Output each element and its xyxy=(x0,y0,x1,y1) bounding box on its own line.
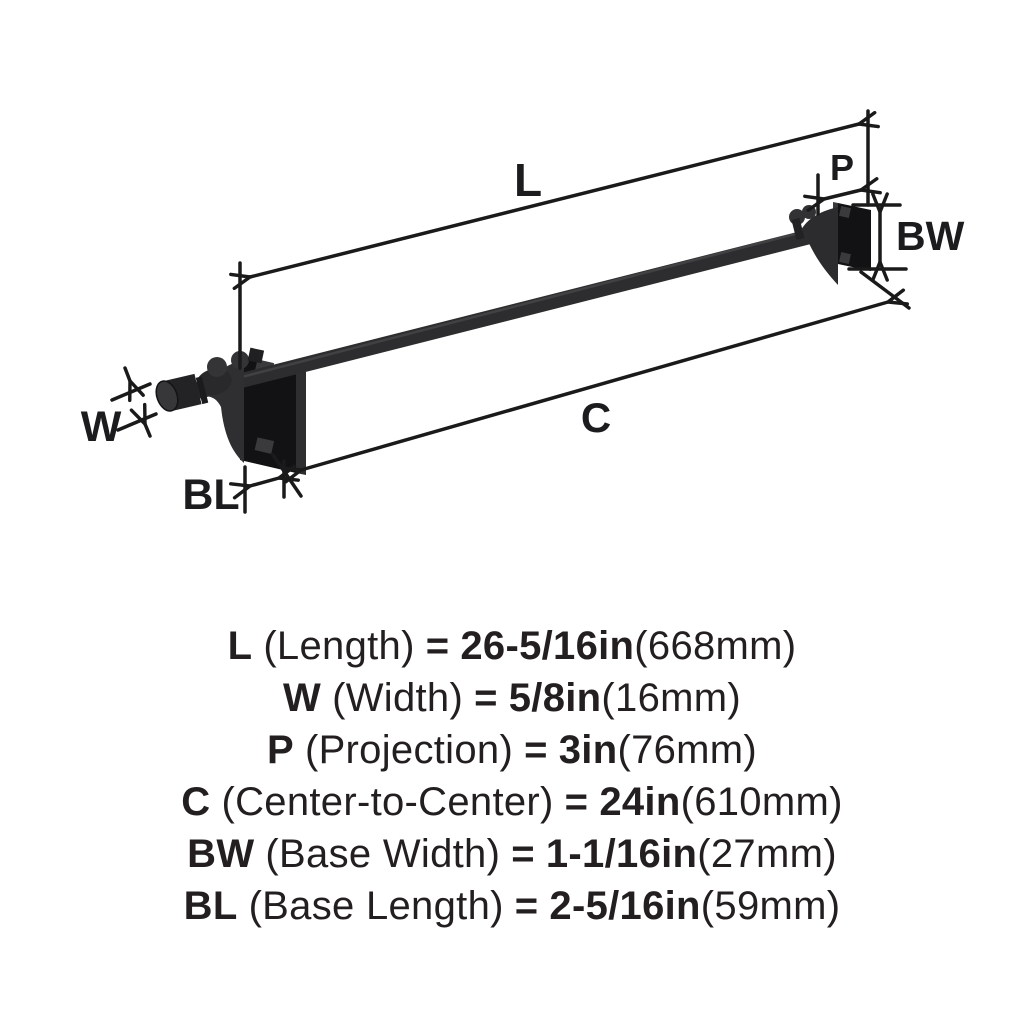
spec-value: 3in xyxy=(558,728,618,772)
spec-code: P xyxy=(266,728,294,772)
spec-code: L xyxy=(227,624,253,668)
spec-name: (Center-to-Center) xyxy=(221,780,554,824)
equals-sign: = xyxy=(514,884,539,928)
dimension-labels: L P BW W C BL xyxy=(81,147,965,519)
length-dimension-line xyxy=(229,110,880,291)
dimension-diagram: L P BW W C BL xyxy=(81,109,965,519)
right-mount-base xyxy=(833,202,871,271)
spec-value: 2-5/16in xyxy=(549,884,701,928)
spec-code: BL xyxy=(183,884,238,928)
width-upper-tick xyxy=(110,382,152,402)
width-lower-arrow xyxy=(129,402,152,438)
spec-name: (Projection) xyxy=(304,728,514,772)
equals-sign: = xyxy=(524,728,548,772)
label-base-length: BL xyxy=(182,471,239,519)
spec-base-length: BL(Base Length)=2-5/16in(59mm) xyxy=(0,880,1024,932)
label-base-width: BW xyxy=(896,213,965,259)
spec-metric: (27mm) xyxy=(697,832,837,876)
width-upper-arrow xyxy=(123,366,145,403)
spec-base-width: BW(Base Width)=1-1/16in(27mm) xyxy=(0,828,1024,880)
spec-length: L(Length)=26-5/16in(668mm) xyxy=(0,620,1024,672)
spec-value: 26-5/16in xyxy=(460,624,635,668)
base-length-dimension-line xyxy=(229,464,300,500)
spec-metric: (76mm) xyxy=(617,728,758,772)
spec-value: 5/8in xyxy=(508,676,602,720)
towel-bar-rod xyxy=(192,228,820,399)
dimension-lines xyxy=(110,109,911,514)
spec-width: W(Width)=5/8in(16mm) xyxy=(0,672,1024,724)
spec-code: BW xyxy=(187,832,255,876)
label-length: L xyxy=(514,154,542,206)
center-dimension-line xyxy=(280,288,909,484)
spec-metric: (16mm) xyxy=(601,676,741,720)
equals-sign: = xyxy=(474,676,498,720)
spec-code: W xyxy=(283,676,322,720)
label-projection: P xyxy=(830,147,854,188)
spec-metric: (610mm) xyxy=(680,780,843,824)
spec-value: 1-1/16in xyxy=(545,832,698,876)
label-center-to-center: C xyxy=(581,394,611,441)
width-lower-tick xyxy=(116,412,158,432)
equals-sign: = xyxy=(425,624,450,668)
spec-name: (Length) xyxy=(263,624,415,668)
spec-name: (Width) xyxy=(332,676,464,720)
spec-value: 24in xyxy=(599,780,681,824)
spec-name: (Base Length) xyxy=(248,884,504,928)
spec-list: L(Length)=26-5/16in(668mm) W(Width)=5/8i… xyxy=(0,620,1024,932)
equals-sign: = xyxy=(564,780,589,824)
spec-code: C xyxy=(181,780,211,824)
spec-name: (Base Width) xyxy=(265,832,501,876)
projection-dimension-line xyxy=(803,177,882,212)
spec-metric: (59mm) xyxy=(700,884,841,928)
spec-projection: P(Projection)=3in(76mm) xyxy=(0,724,1024,776)
spec-center-to-center: C(Center-to-Center)=24in(610mm) xyxy=(0,776,1024,828)
equals-sign: = xyxy=(511,832,535,876)
spec-metric: (668mm) xyxy=(634,624,797,668)
label-width: W xyxy=(81,403,122,451)
left-mount-post xyxy=(155,347,265,463)
